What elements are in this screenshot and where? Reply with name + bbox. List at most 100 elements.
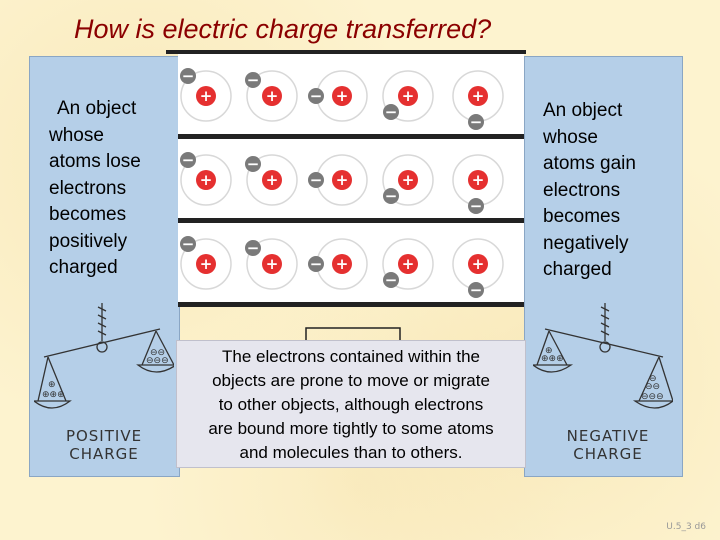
divider-bar — [178, 134, 524, 139]
left-text-line: positively — [49, 230, 128, 252]
svg-text:⊖⊖⊖: ⊖⊖⊖ — [641, 392, 664, 402]
atom-orbit — [382, 154, 434, 206]
caption-line: NEGATIVE — [566, 427, 650, 445]
svg-text:−: − — [470, 197, 483, 215]
negative-charge-label: NEGATIVE CHARGE — [543, 427, 673, 463]
svg-text:⊕⊕⊕: ⊕⊕⊕ — [42, 390, 65, 400]
right-text-line: charged — [543, 259, 612, 280]
divider-bar — [178, 218, 524, 223]
svg-text:−: − — [247, 71, 260, 89]
atom-orbit — [180, 70, 232, 122]
electron-icon: − — [468, 113, 484, 131]
electron-icon: − — [180, 67, 196, 85]
svg-text:+: + — [402, 87, 415, 105]
electron-icon: − — [468, 281, 484, 299]
top-bar — [166, 50, 526, 54]
proton-icon: + — [332, 170, 352, 190]
left-text-line: An object — [57, 98, 137, 119]
svg-text:−: − — [385, 271, 398, 289]
caption-line: The electrons contained within the — [222, 347, 480, 366]
svg-text:+: + — [402, 255, 415, 273]
svg-text:⊖⊖: ⊖⊖ — [645, 382, 660, 392]
svg-text:−: − — [182, 235, 195, 253]
svg-text:⊖: ⊖ — [649, 374, 657, 384]
atom-orbit — [246, 154, 298, 206]
svg-text:−: − — [310, 87, 323, 105]
right-panel-text: An object whose atoms gain electrons bec… — [543, 98, 673, 284]
slide-title: How is electric charge transferred? — [74, 14, 492, 44]
svg-text:−: − — [385, 103, 398, 121]
caption-line: CHARGE — [69, 445, 139, 463]
right-text-line: becomes — [543, 206, 621, 227]
slide-id: U.5_3 d6 — [666, 522, 706, 532]
right-text-line: atoms gain — [543, 153, 636, 174]
atom-orbit — [382, 70, 434, 122]
svg-text:−: − — [182, 151, 195, 169]
electron-icon: − — [468, 197, 484, 215]
svg-text:+: + — [472, 87, 485, 105]
electron-icon: − — [180, 151, 196, 169]
atom-orbit — [246, 238, 298, 290]
proton-icon: + — [398, 254, 418, 274]
proton-icon: + — [398, 170, 418, 190]
svg-text:−: − — [310, 255, 323, 273]
caption-text: The electrons contained within the objec… — [181, 345, 521, 465]
electron-icon: − — [383, 187, 399, 205]
right-text-line: negatively — [543, 232, 629, 254]
atom-orbit — [246, 70, 298, 122]
svg-text:⊕: ⊕ — [48, 380, 56, 390]
svg-text:+: + — [336, 171, 349, 189]
electron-icon: − — [383, 103, 399, 121]
electron-icon: − — [180, 235, 196, 253]
caption-line: to other objects, although electrons — [218, 395, 484, 414]
svg-text:−: − — [470, 281, 483, 299]
left-panel: An object whose atoms lose electrons bec… — [29, 56, 180, 477]
proton-icon: + — [468, 254, 488, 274]
proton-icon: + — [398, 86, 418, 106]
electron-icon: − — [308, 171, 324, 189]
left-text-line: becomes — [49, 204, 127, 225]
proton-icon: + — [262, 254, 282, 274]
svg-text:+: + — [336, 87, 349, 105]
svg-text:+: + — [336, 255, 349, 273]
svg-text:−: − — [247, 155, 260, 173]
left-text-line: whose — [49, 124, 104, 146]
left-text-line: electrons — [49, 177, 127, 199]
right-text-line: An object — [543, 100, 623, 121]
proton-icon: + — [262, 170, 282, 190]
atom-orbit — [382, 238, 434, 290]
caption-line: and molecules than to others. — [239, 443, 463, 462]
svg-text:+: + — [200, 255, 213, 273]
svg-text:−: − — [182, 67, 195, 85]
proton-icon: + — [332, 254, 352, 274]
svg-text:+: + — [266, 171, 279, 189]
electron-icon: − — [245, 155, 261, 173]
proton-icon: + — [468, 86, 488, 106]
svg-text:⊕: ⊕ — [545, 346, 553, 356]
svg-text:−: − — [385, 187, 398, 205]
svg-text:−: − — [470, 113, 483, 131]
right-text-line: electrons — [543, 179, 621, 201]
right-panel: An object whose atoms gain electrons bec… — [524, 56, 683, 477]
positive-charge-label: POSITIVE CHARGE — [44, 427, 164, 463]
svg-text:+: + — [472, 255, 485, 273]
electron-icon: − — [245, 239, 261, 257]
proton-icon: + — [196, 86, 216, 106]
positive-scale-illustration: ⊕ ⊕⊕⊕ ⊖⊖⊖ ⊖⊖ — [34, 303, 174, 409]
svg-text:+: + — [200, 171, 213, 189]
proton-icon: + — [468, 170, 488, 190]
svg-text:+: + — [266, 255, 279, 273]
caption-box: The electrons contained within the objec… — [176, 340, 526, 468]
electron-icon: − — [308, 255, 324, 273]
svg-text:−: − — [310, 171, 323, 189]
caption-line: CHARGE — [573, 445, 643, 463]
left-panel-text: An object whose atoms lose electrons bec… — [49, 96, 179, 282]
svg-text:+: + — [402, 171, 415, 189]
bottom-bar — [178, 302, 524, 307]
negative-scale-illustration: ⊕⊕⊕ ⊕ ⊖⊖⊖ ⊖⊖ ⊖ — [533, 303, 673, 409]
proton-icon: + — [332, 86, 352, 106]
caption-line: are bound more tightly to some atoms — [208, 419, 494, 438]
proton-icon: + — [196, 170, 216, 190]
electron-icon: − — [245, 71, 261, 89]
atom-orbit — [180, 154, 232, 206]
